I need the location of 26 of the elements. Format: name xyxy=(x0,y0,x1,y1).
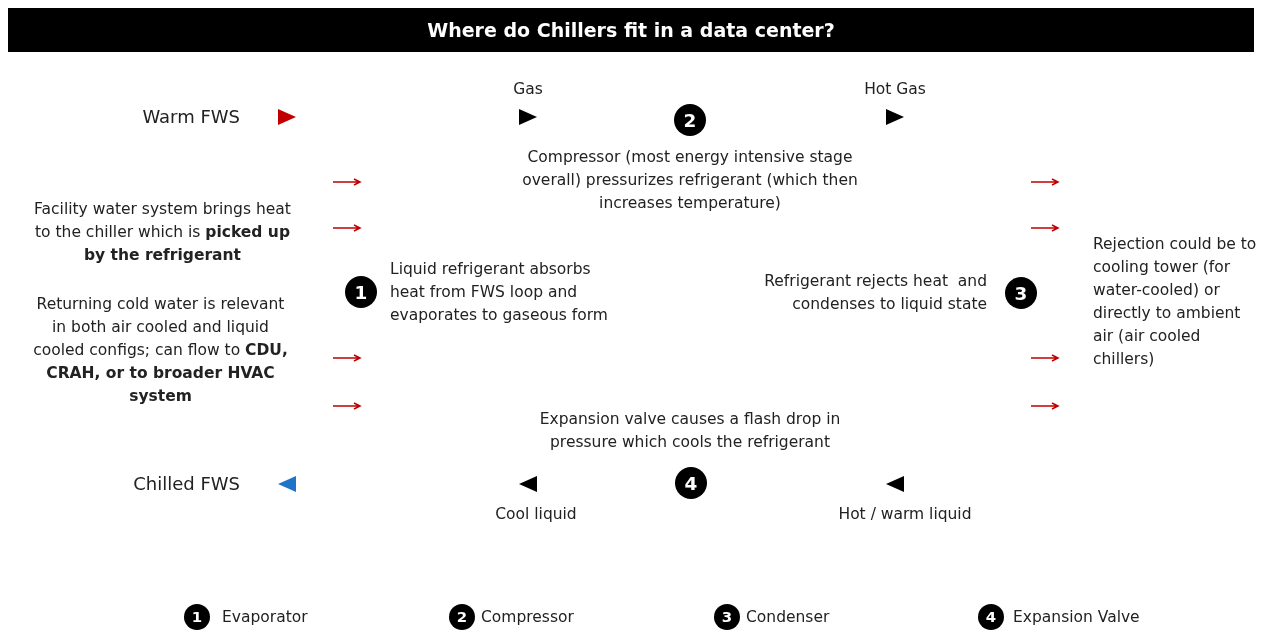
description-text: Compressor (most energy intensive stage overall) pressurizes refrigerant (which then increases temperature) xyxy=(521,147,859,214)
number-badge: 2 xyxy=(674,104,706,136)
description-text: Refrigerant rejects heat and condenses to liquid state xyxy=(763,271,987,315)
number-badge: 3 xyxy=(1005,277,1037,309)
note-text: Facility water system brings heat to the chiller which is picked up by the refrigerant xyxy=(33,199,292,266)
description-text: Expansion valve causes a flash drop in pressure which cools the refrigerant xyxy=(538,409,842,453)
legend-text: Expansion Valve xyxy=(1013,607,1141,628)
description-text: Liquid refrigerant absorbs heat from FWS loop and evaporates to gaseous form xyxy=(390,259,609,326)
note-text: Rejection could be to cooling tower (for water-cooled) or directly to ambient air (air cooled chillers) xyxy=(1093,234,1258,370)
number-badge: 1 xyxy=(345,276,377,308)
note-text: Returning cold water is relevant in both air cooled and liquid cooled configs; can flow to CDU, CRAH, or to broader HVAC system xyxy=(32,294,289,407)
legend-text: Condenser xyxy=(746,607,831,628)
legend-text: Evaporator xyxy=(222,607,309,628)
number-badge: 1 xyxy=(184,604,210,630)
number-badge: 2 xyxy=(449,604,475,630)
flow-label: Gas xyxy=(512,79,544,100)
number-badge: 4 xyxy=(978,604,1004,630)
title-bar: Where do Chillers fit in a data center? xyxy=(8,8,1254,52)
flow-label: Warm FWS xyxy=(141,105,240,128)
number-badge: 3 xyxy=(714,604,740,630)
legend-text: Compressor xyxy=(481,607,575,628)
flow-label: Hot / warm liquid xyxy=(837,504,973,525)
flow-label: Chilled FWS xyxy=(132,472,240,495)
flow-label: Hot Gas xyxy=(863,79,927,100)
flow-label: Cool liquid xyxy=(494,504,578,525)
number-badge: 4 xyxy=(675,467,707,499)
